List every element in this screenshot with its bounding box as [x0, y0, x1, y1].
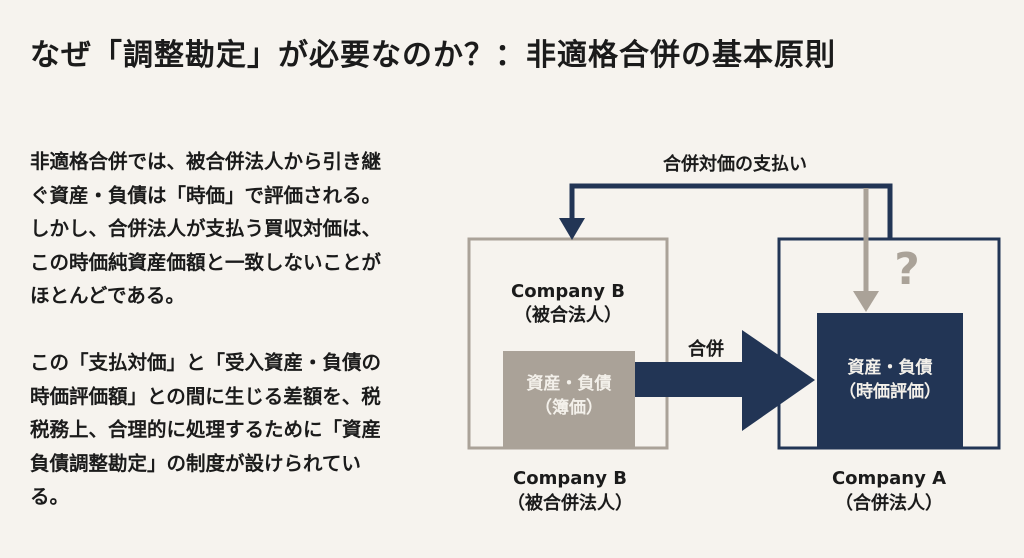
company-b-inner-label: Company B （被合法人） — [511, 280, 625, 328]
question-mark: ? — [894, 244, 920, 295]
merger-arrow — [635, 330, 815, 431]
text-line: しかし、合併法人が支払う買収対価は、 — [30, 217, 382, 240]
company-name: Company B — [513, 468, 627, 489]
assets-line: （時価評価） — [839, 382, 941, 402]
text-line: ほとんどである。 — [30, 284, 185, 307]
payment-label: 合併対価の支払い — [663, 154, 807, 175]
page-title: なぜ「調整勘定」が必要なのか？：非適格合併の基本原則 — [30, 38, 836, 73]
company-b-caption: Company B （被合併法人） — [507, 466, 633, 516]
company-a-assets-label: 資産・負債 （時価評価） — [839, 356, 941, 404]
payment-connector — [569, 183, 893, 239]
valuation-arrowhead — [853, 291, 879, 312]
company-name: Company B — [511, 281, 625, 302]
merger-label: 合併 — [688, 339, 724, 360]
text-line: 非適格合併では、被合併法人から引き継 — [30, 150, 382, 173]
assets-line: 資産・負債 — [526, 374, 612, 394]
company-b-assets-label: 資産・負債 （簿価） — [527, 372, 612, 420]
text-line: ぐ資産・負債は「時価」で評価される。 — [30, 183, 382, 207]
payment-arrowhead — [559, 218, 585, 240]
company-role: （被合併法人） — [507, 493, 633, 514]
company-role: （被合法人） — [514, 305, 622, 326]
text-line: 負債調整勘定」の制度が設けられてい — [30, 451, 361, 475]
text-line: 時価評価額」との間に生じる差額を、税 — [30, 384, 381, 408]
text-line: る。 — [30, 485, 70, 508]
assets-line: （簿価） — [535, 398, 603, 418]
company-role: （合併法人） — [834, 493, 943, 514]
company-a-assets-box — [817, 313, 963, 448]
company-b-assets-box — [503, 351, 635, 448]
text-line: この時価純資産価額と一致しないことが — [30, 250, 382, 274]
text-line: 税務上、合理的に処理するために「資産 — [30, 418, 382, 441]
assets-line: 資産・負債 — [847, 358, 933, 378]
explanation-text: 非適格合併では、被合併法人から引き継 ぐ資産・負債は「時価」で評価される。 しか… — [30, 145, 381, 514]
company-name: Company A — [831, 468, 947, 489]
text-line: この「支払対価」と「受入資産・負債の — [30, 351, 382, 374]
company-a-caption: Company A （合併法人） — [832, 466, 946, 516]
